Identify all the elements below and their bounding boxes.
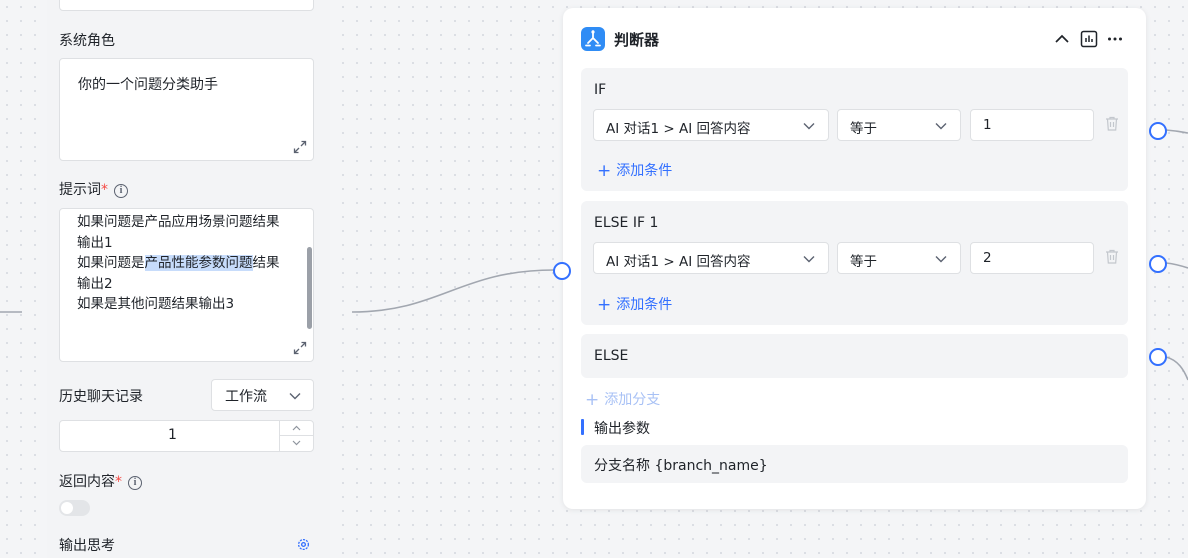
previous-field-box[interactable] [59,0,314,11]
output-port-else-if[interactable] [1149,255,1167,273]
output-params-label: 输出参数 [594,421,650,437]
expand-icon[interactable] [293,140,307,154]
plus-icon: + [597,161,612,181]
chevron-down-icon [803,123,815,130]
output-param-item: 分支名称 {branch_name} [581,445,1128,483]
history-label: 历史聊天记录 [59,389,143,405]
prompt-line-part: 结果 [252,255,280,271]
prompt-label-text: 提示词 [59,182,101,198]
branch-label: ELSE [594,348,629,364]
add-condition-label: 添加条件 [616,163,673,179]
prompt-line: 输出2 [77,275,113,292]
add-condition-button[interactable]: +添加条件 [597,160,672,181]
prompt-line: 输出1 [77,234,113,251]
history-mode-value: 工作流 [225,389,267,405]
chevron-down-icon [935,256,947,263]
branch-icon [581,27,605,51]
chevron-down-icon [803,256,815,263]
prompt-label: 提示词* i [59,179,128,199]
condition-operator-select[interactable]: 等于 [837,242,961,274]
chevron-up-icon [292,425,301,431]
output-thinking-label: 输出思考 [59,538,115,554]
prompt-line-part: 如果问题是 [77,255,145,271]
increment-button[interactable] [280,421,313,436]
condition-operator-select[interactable]: 等于 [837,109,961,141]
prompt-line: 如果是其他问题结果输出3 [77,296,235,312]
output-port-if[interactable] [1149,122,1167,140]
add-branch-label: 添加分支 [604,392,661,408]
chevron-down-icon [935,123,947,130]
chevron-down-icon [289,393,301,400]
section-accent-bar [581,419,584,435]
else-if-branch-section: ELSE IF 1 AI 对话1 > AI 回答内容 等于 2 +添加条件 [581,201,1128,325]
required-mark: * [101,182,108,198]
expand-icon[interactable] [293,341,307,355]
branch-label: ELSE IF 1 [594,215,659,231]
selected-text-highlight: 产品性能参数问题 [144,255,253,271]
prompt-text: 如果问题是产品应用场景问题结果 输出1 如果问题是产品性能参数问题结果 输出2 … [77,212,299,315]
output-port-else[interactable] [1149,348,1167,366]
condition-variable-value: AI 对话1 > AI 回答内容 [606,254,751,270]
branch-label: IF [594,82,607,98]
condition-judge-node[interactable]: 判断器 IF AI 对话1 > AI 回答内容 等于 1 +添加条件 ELSE … [563,8,1146,509]
add-branch-button[interactable]: +添加分支 [585,389,660,410]
system-role-text: 你的一个问题分类助手 [78,77,218,93]
return-content-toggle[interactable] [59,500,90,516]
chevron-down-icon [292,440,301,446]
decrement-button[interactable] [280,436,313,451]
condition-variable-select[interactable]: AI 对话1 > AI 回答内容 [593,109,829,141]
edge-if-out [1165,129,1188,134]
plus-icon: + [597,295,612,315]
condition-value-input[interactable]: 2 [970,242,1094,274]
plus-icon: + [585,390,600,410]
prompt-line: 如果问题是产品应用场景问题结果 [77,214,280,230]
collapse-icon[interactable] [1053,30,1071,48]
history-count-stepper[interactable]: 1 [59,420,314,452]
condition-variable-value: AI 对话1 > AI 回答内容 [606,121,751,137]
condition-operator-value: 等于 [850,254,877,270]
data-panel-icon[interactable] [1080,30,1098,48]
return-content-label-text: 返回内容 [59,474,115,490]
else-branch-section: ELSE [581,334,1128,378]
history-count-value: 1 [168,427,177,443]
required-mark: * [115,474,122,490]
system-role-label: 系统角色 [59,33,115,49]
prompt-scrollbar[interactable] [307,247,312,329]
input-port[interactable] [553,262,571,280]
edge-else-out [1165,356,1188,381]
info-icon[interactable]: i [114,184,128,198]
if-branch-section: IF AI 对话1 > AI 回答内容 等于 1 +添加条件 [581,68,1128,191]
return-content-label: 返回内容* i [59,471,142,491]
stepper-controls [279,421,313,451]
trash-icon[interactable] [1105,116,1119,131]
trash-icon[interactable] [1105,249,1119,264]
info-icon[interactable]: i [128,476,142,490]
node-title: 判断器 [614,31,660,49]
history-mode-select[interactable]: 工作流 [211,379,314,411]
prompt-textarea[interactable]: 如果问题是产品应用场景问题结果 输出1 如果问题是产品性能参数问题结果 输出2 … [59,208,314,362]
condition-variable-select[interactable]: AI 对话1 > AI 回答内容 [593,242,829,274]
more-options-icon[interactable] [1106,30,1124,48]
system-role-textarea[interactable]: 你的一个问题分类助手 [59,58,314,161]
output-param-value: 分支名称 {branch_name} [594,458,768,474]
condition-value-text: 1 [983,117,992,133]
edge-else-if-out [1165,262,1188,269]
gear-icon[interactable] [296,537,311,552]
condition-value-input[interactable]: 1 [970,109,1094,141]
edge-left-to-judge [351,269,555,313]
condition-value-text: 2 [983,250,992,266]
condition-operator-value: 等于 [850,121,877,137]
add-condition-label: 添加条件 [616,297,673,313]
add-condition-button[interactable]: +添加条件 [597,294,672,315]
